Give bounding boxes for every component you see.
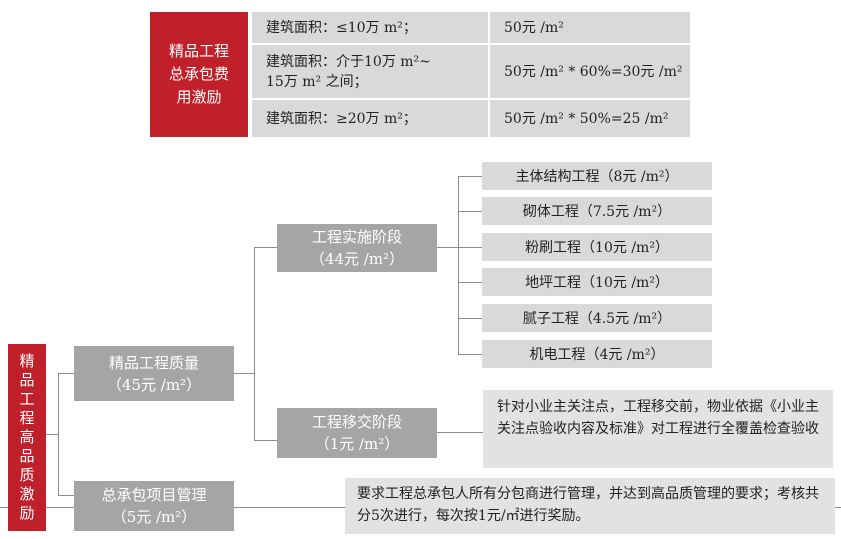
connector <box>458 211 482 212</box>
management-node: 总承包项目管理 （5元 /m²） <box>74 481 234 531</box>
management-value: （5元 /m²） <box>111 508 197 526</box>
connector <box>254 247 277 248</box>
management-note: 要求工程总承包人所有分包商进行管理，并达到高品质管理的要求；考核共分5次进行，每… <box>345 478 835 534</box>
management-label: 总承包项目管理 <box>101 486 207 504</box>
connector <box>458 176 459 354</box>
connector <box>458 354 482 355</box>
handover-value: （1元 /m²） <box>314 435 400 453</box>
connector <box>58 373 59 495</box>
quality-value: （45元 /m²） <box>106 375 202 394</box>
construction-node: 工程实施阶段 （44元 /m²） <box>277 224 437 272</box>
connector <box>458 318 482 319</box>
connector <box>58 373 74 374</box>
connector <box>437 247 458 248</box>
root-node: 精 品 工 程 高 品 质 激 励 <box>8 344 46 531</box>
connector <box>437 432 483 433</box>
item-floor: 地坪工程（10元 /m²） <box>482 268 712 296</box>
connector <box>46 434 58 435</box>
fee-condition-2: 建筑面积：介于10万 m²~ 15万 m² 之间； <box>252 45 488 98</box>
construction-label: 工程实施阶段 <box>311 228 402 246</box>
item-masonry: 砌体工程（7.5元 /m²） <box>482 197 712 225</box>
connector <box>254 247 255 440</box>
fee-value-1: 50元 /m² <box>490 12 690 43</box>
fee-value-2: 50元 /m² * 60%=30元 /m² <box>490 45 690 98</box>
connector <box>458 282 482 283</box>
quality-label: 精品工程质量 <box>108 353 199 372</box>
handover-note: 针对小业主关注点，工程移交前，物业依据《小业主关注点验收内容及标准》对工程进行全… <box>483 390 833 468</box>
connector <box>234 373 254 374</box>
fee-table-title: 精品工程 总承包费 用激励 <box>150 12 248 137</box>
handover-label: 工程移交阶段 <box>311 413 402 431</box>
item-structure: 主体结构工程（8元 /m²） <box>482 162 712 190</box>
connector <box>58 495 74 496</box>
connector <box>254 440 277 441</box>
construction-value: （44元 /m²） <box>309 250 405 268</box>
quality-node: 精品工程质量 （45元 /m²） <box>74 346 234 401</box>
fee-condition-1: 建筑面积：≤10万 m²； <box>252 12 488 43</box>
item-plaster: 粉刷工程（10元 /m²） <box>482 233 712 261</box>
fee-condition-3: 建筑面积：≥20万 m²； <box>252 100 488 137</box>
connector <box>458 247 482 248</box>
fee-value-3: 50元 /m² * 50%=25 /m² <box>490 100 690 137</box>
handover-node: 工程移交阶段 （1元 /m²） <box>277 408 437 458</box>
connector <box>458 176 482 177</box>
item-putty: 腻子工程（4.5元 /m²） <box>482 304 712 332</box>
item-mep: 机电工程（4元 /m²） <box>482 340 712 368</box>
